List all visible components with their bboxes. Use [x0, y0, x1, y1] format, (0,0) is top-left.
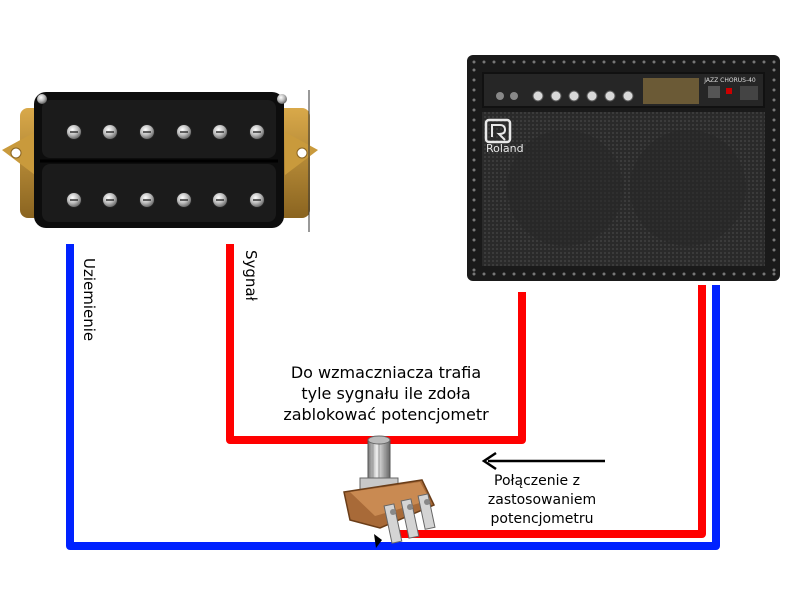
output-caption: Do wzmaczniacza trafia tyle sygnału ile …	[283, 363, 489, 424]
caption-line-2: tyle sygnału ile zdoła	[301, 384, 470, 403]
arrow-left-icon	[481, 451, 605, 471]
amp-knob	[532, 90, 544, 102]
signal-wire-return	[400, 285, 706, 538]
amp-knob	[604, 90, 616, 102]
input-jack	[496, 92, 504, 100]
humbucker-pickup-icon	[2, 90, 318, 232]
amp-model-label: JAZZ CHORUS-40	[703, 77, 756, 84]
amp-brand-label: Roland	[486, 142, 524, 155]
amp-knob	[568, 90, 580, 102]
connection-line-3: potencjometru	[491, 511, 594, 527]
caption-line-3: zablokować potencjometr	[283, 405, 489, 424]
connection-line-1: Połączenie z	[494, 473, 580, 489]
ground-wire	[66, 244, 720, 550]
amp-knob	[622, 90, 634, 102]
potentiometer-icon	[343, 435, 436, 548]
signal-wire-input	[226, 244, 380, 444]
signal-wire-output	[380, 292, 526, 444]
amp-knob	[586, 90, 598, 102]
caption-line-1: Do wzmaczniacza trafia	[291, 363, 481, 382]
input-jack	[510, 92, 518, 100]
guitar-amplifier-icon: JAZZ CHORUS-40 Roland	[467, 55, 780, 281]
ground-label: Uziemienie	[80, 258, 98, 341]
signal-label: Sygnał	[242, 250, 260, 302]
connection-caption: Połączenie z zastosowaniem potencjometru	[488, 473, 596, 527]
amp-knob	[550, 90, 562, 102]
connection-line-2: zastosowaniem	[488, 492, 596, 508]
